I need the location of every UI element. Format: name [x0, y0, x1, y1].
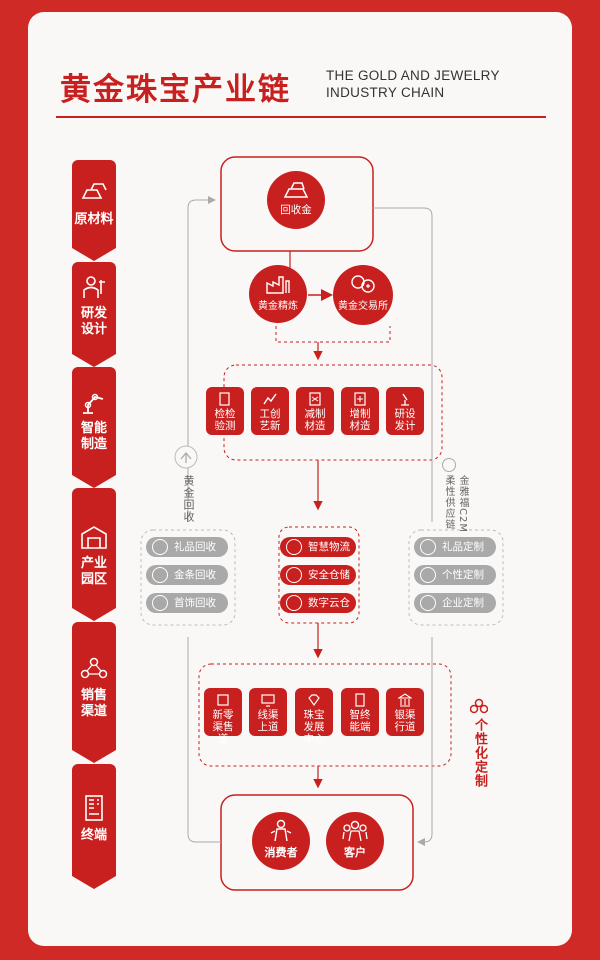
truck-icon	[286, 539, 302, 555]
printer-icon	[354, 392, 366, 406]
flow-connectors	[140, 156, 504, 891]
recycle-gold-label: 回收金	[280, 204, 312, 216]
process-craft-innovation: 工创艺新	[251, 387, 289, 435]
consumer-node: 消费者	[252, 812, 310, 870]
gold-refining-label: 黄金精炼	[258, 301, 298, 312]
customer-label: 客户	[344, 846, 366, 859]
process-subtractive: 减制材造	[296, 387, 334, 435]
stage-label: 终端	[80, 828, 107, 843]
shop-icon	[217, 694, 229, 706]
customer-node: 客户	[326, 812, 384, 870]
gift-icon	[420, 539, 436, 555]
channel-label: 线渠上道	[257, 709, 279, 733]
stage-raw-materials: 原材料	[72, 160, 116, 261]
channel-jewelry-center: 珠宝发展中心	[295, 688, 333, 745]
vending-machine-icon	[85, 795, 103, 821]
smart-device-icon	[355, 693, 365, 707]
jewelry-icon	[152, 595, 168, 611]
consumer-label: 消费者	[264, 846, 298, 859]
recycle-jewelry: 首饰回收	[146, 593, 228, 613]
warehouse-icon	[81, 526, 107, 549]
logistics-cloud: 数字云仓	[280, 593, 356, 613]
channel-smart-terminal: 智终能端	[341, 688, 379, 736]
person-icon	[420, 567, 436, 583]
document-icon	[309, 392, 321, 406]
process-label: 减制材造	[304, 408, 326, 432]
stage-industrial-park: 产业园区	[72, 488, 116, 621]
process-label: 研设发计	[394, 408, 416, 432]
monitor-icon	[261, 694, 275, 707]
stage-label: 产业园区	[80, 556, 107, 587]
recycle-bar: 金条回收	[146, 565, 228, 585]
gold-recycle-label: 黄金回收	[182, 475, 195, 523]
group-icon	[342, 820, 368, 842]
channel-label: 珠宝发展中心	[303, 709, 325, 745]
gold-refining-node: 黄金精炼	[249, 265, 307, 323]
shopper-icon	[270, 819, 292, 842]
gold-ingot-icon	[283, 182, 309, 198]
recycle-gold-node: 回收金	[267, 171, 325, 229]
custom-enterprise: 企业定制	[414, 593, 496, 613]
title-en-line-1: THE GOLD AND JEWELRY	[326, 68, 500, 83]
diamond-icon	[308, 694, 320, 707]
channel-label: 智终能端	[349, 709, 371, 733]
channel-new-retail: 新零渠售道	[204, 688, 242, 745]
warehouse-small-icon	[286, 567, 302, 583]
process-testing: 检检验测	[206, 387, 244, 435]
flower-icon	[470, 698, 488, 714]
stage-label: 原材料	[74, 212, 114, 227]
gear-icon	[442, 458, 456, 472]
custom-gift: 礼品定制	[414, 537, 496, 557]
channel-label: 银渠行道	[394, 709, 416, 733]
coin-exchange-icon	[351, 275, 375, 293]
gold-exchange-node: 黄金交易所	[333, 265, 393, 325]
people-network-icon	[80, 657, 108, 679]
custom-personal: 个性定制	[414, 565, 496, 585]
logistics-smart: 智慧物流	[280, 537, 356, 557]
supply-chain-label: 金雅福C2M柔性供应链	[443, 475, 468, 533]
logistics-storage: 安全仓储	[280, 565, 356, 585]
stage-label: 销售渠道	[80, 688, 107, 719]
microscope-icon	[401, 393, 409, 406]
cloud-icon	[286, 595, 302, 611]
title-en-line-2: INDUSTRY CHAIN	[326, 85, 445, 100]
bank-icon	[398, 693, 412, 707]
recycle-gift: 礼品回收	[146, 537, 228, 557]
gold-bars-icon	[81, 183, 107, 199]
stage-rnd-design: 研发设计	[72, 262, 116, 367]
gold-bar-icon	[152, 567, 168, 583]
channel-label: 新零渠售道	[212, 709, 234, 745]
recycle-arrow-icon	[180, 451, 192, 463]
stage-sales-channels: 销售渠道	[72, 622, 116, 763]
stage-label: 研发设计	[80, 306, 107, 337]
process-label: 增制材造	[349, 408, 371, 432]
stage-label: 智能制造	[80, 421, 107, 452]
process-additive: 增制材造	[341, 387, 379, 435]
robot-arm-icon	[83, 393, 104, 414]
factory-icon	[266, 276, 290, 294]
research-icon	[83, 276, 105, 298]
gift-icon	[152, 539, 168, 555]
process-label: 检检验测	[214, 408, 236, 432]
channel-online: 线渠上道	[249, 688, 287, 736]
channel-bank: 银渠行道	[386, 688, 424, 736]
title-divider	[56, 116, 546, 118]
page-title-english: THE GOLD AND JEWELRY INDUSTRY CHAIN	[326, 67, 500, 101]
gold-exchange-label: 黄金交易所	[338, 301, 388, 312]
stage-terminal: 终端	[72, 764, 116, 889]
magnifier-icon	[219, 392, 230, 406]
process-rnd: 研设发计	[386, 387, 424, 435]
chart-icon	[263, 393, 277, 405]
stage-smart-manufacturing: 智能制造	[72, 367, 116, 488]
process-label: 工创艺新	[259, 408, 281, 432]
infographic-card: 黄金珠宝产业链 THE GOLD AND JEWELRY INDUSTRY CH…	[28, 12, 572, 946]
page-title: 黄金珠宝产业链	[60, 72, 291, 108]
personal-custom-label: 个性化定制	[472, 718, 487, 788]
tools-icon	[420, 595, 436, 611]
